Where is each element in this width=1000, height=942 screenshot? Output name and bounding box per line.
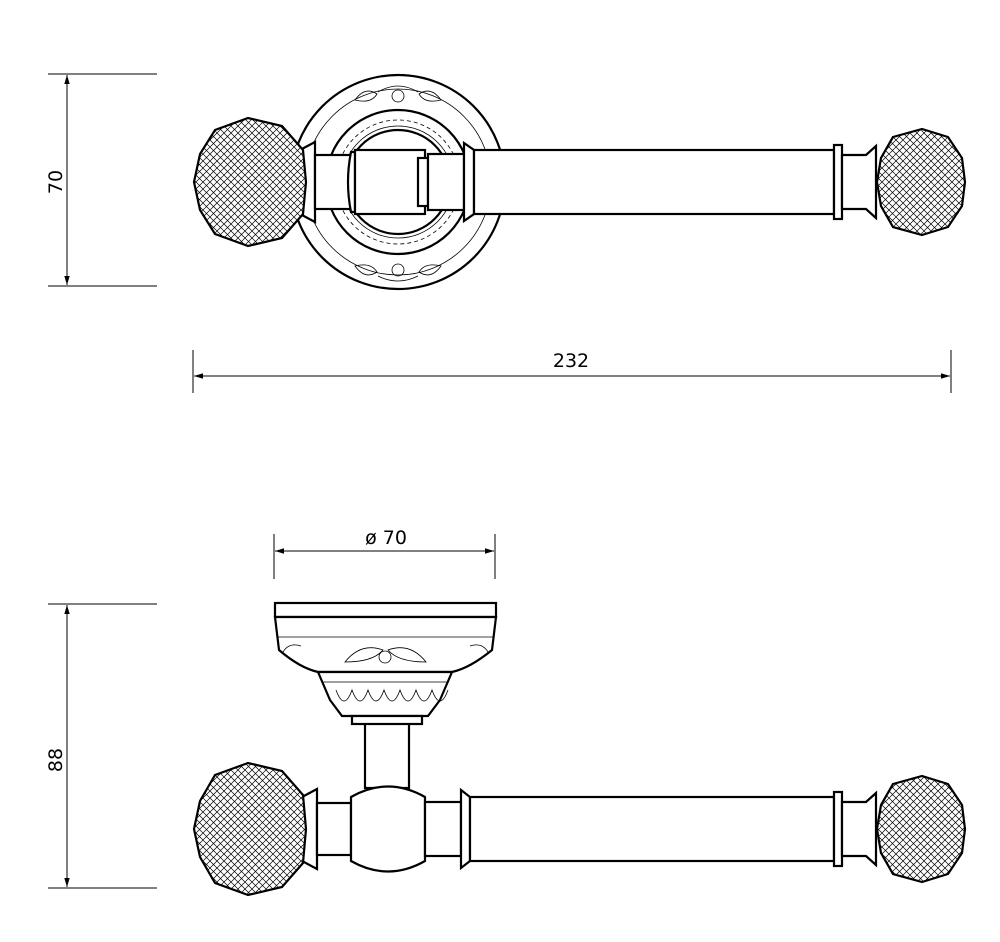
top-end-ring xyxy=(832,143,844,221)
top-right-crystal-knob xyxy=(875,127,967,237)
top-right-bead xyxy=(462,140,476,224)
side-plate-ornament xyxy=(282,644,489,664)
top-left-neck xyxy=(313,153,353,211)
dim-88-label: 88 xyxy=(45,748,67,772)
side-end-collar xyxy=(840,790,878,868)
side-stem xyxy=(363,720,411,790)
side-left-neck xyxy=(315,801,353,857)
side-gadroon-flutes xyxy=(335,688,449,702)
side-stem-cap xyxy=(350,714,424,726)
top-left-crystal-knob xyxy=(192,116,308,248)
side-end-ring xyxy=(832,790,844,868)
top-right-collar xyxy=(426,152,466,212)
side-view: ø 70 88 xyxy=(45,527,967,897)
side-center-knuckle xyxy=(349,785,427,873)
side-wall-plate xyxy=(273,601,498,619)
dim-70-label: 70 xyxy=(45,170,67,194)
top-view: 70 232 xyxy=(45,73,967,393)
side-right-crystal-knob xyxy=(875,774,967,884)
side-left-crystal-knob xyxy=(192,761,308,897)
side-main-bar xyxy=(468,795,836,863)
top-center-collar xyxy=(416,156,430,208)
side-right-bead xyxy=(459,787,472,871)
dim-232-label: 232 xyxy=(553,350,589,372)
top-ornament-upper xyxy=(354,85,442,103)
top-center-shaft xyxy=(353,148,427,216)
side-plate-body xyxy=(273,615,498,674)
top-end-collar xyxy=(840,143,878,221)
dim-dia-label: ø 70 xyxy=(365,527,407,549)
side-right-neck xyxy=(423,800,463,858)
top-main-bar xyxy=(472,148,836,216)
top-ornament-lower xyxy=(354,263,442,282)
side-gadroon-cone xyxy=(316,670,454,718)
